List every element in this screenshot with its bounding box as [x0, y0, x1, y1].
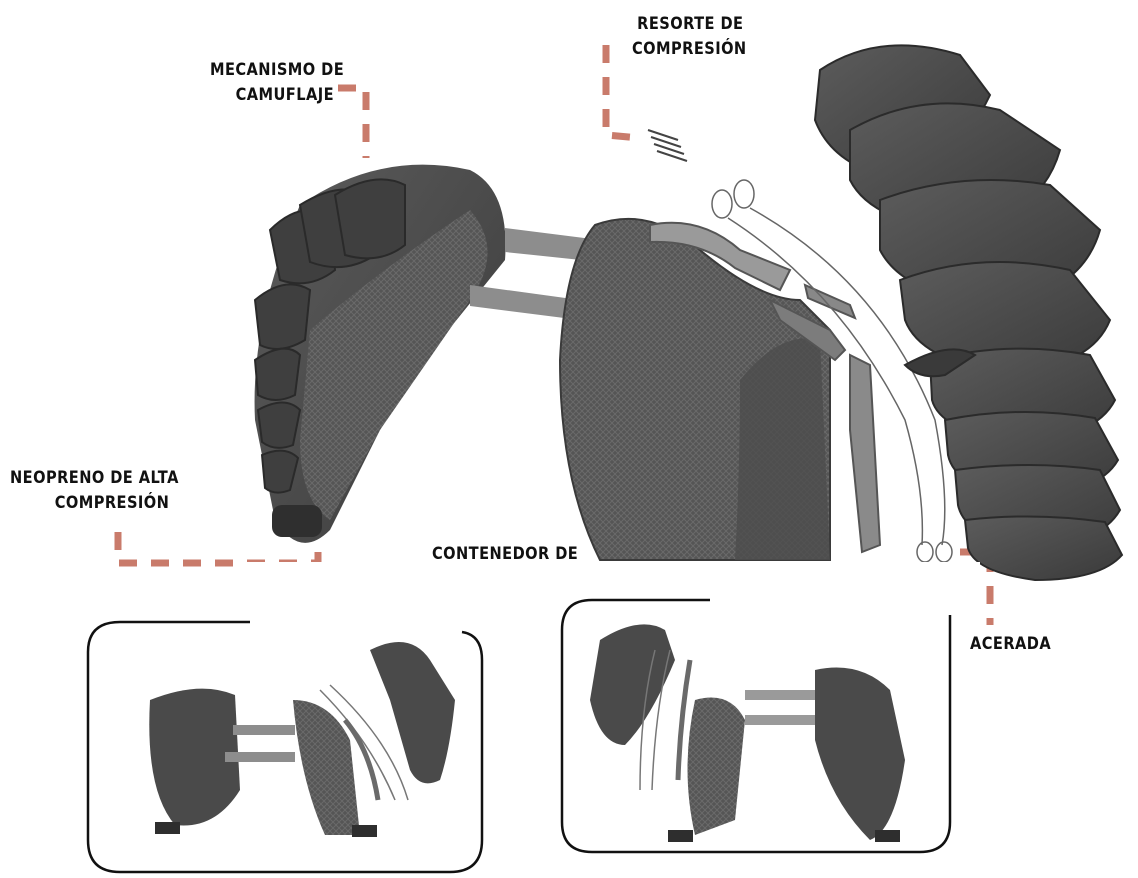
label-camouflage-line1: MECANISMO DE — [210, 58, 344, 83]
label-compression-spring: RESORTE DE COMPRESIÓN — [632, 12, 747, 62]
label-neoprene-line2: COMPRESIÓN — [10, 491, 179, 516]
view-frame-right — [562, 600, 950, 852]
label-neoprene-line1: NEOPRENO DE ALTA — [10, 466, 179, 491]
render-cut-mask — [240, 562, 980, 592]
view-frame-left — [88, 622, 482, 872]
frame-right-content — [590, 624, 905, 842]
label-steel-line1: ACERADA — [970, 632, 1051, 657]
inner-layer-4 — [850, 355, 880, 552]
left-shell-cuff — [272, 505, 322, 537]
main-exploded-view — [240, 45, 1122, 592]
left-shell-assembly — [255, 165, 506, 543]
label-spring-line2: COMPRESIÓN — [632, 37, 747, 62]
label-camouflage-line2: CAMUFLAJE — [210, 83, 344, 108]
frame-left-content — [149, 642, 455, 837]
label-camouflage-mechanism: MECANISMO DE CAMUFLAJE — [210, 58, 344, 108]
mesh-container-fold — [735, 338, 830, 560]
label-container-line1: CONTENEDOR DE — [432, 542, 578, 567]
compression-spring — [648, 130, 687, 161]
label-high-compression-neoprene: NEOPRENO DE ALTA COMPRESIÓN — [10, 466, 179, 516]
label-steel: ACERADA — [970, 632, 1051, 657]
label-container: CONTENEDOR DE — [432, 542, 578, 567]
label-spring-line1: RESORTE DE — [632, 12, 747, 37]
